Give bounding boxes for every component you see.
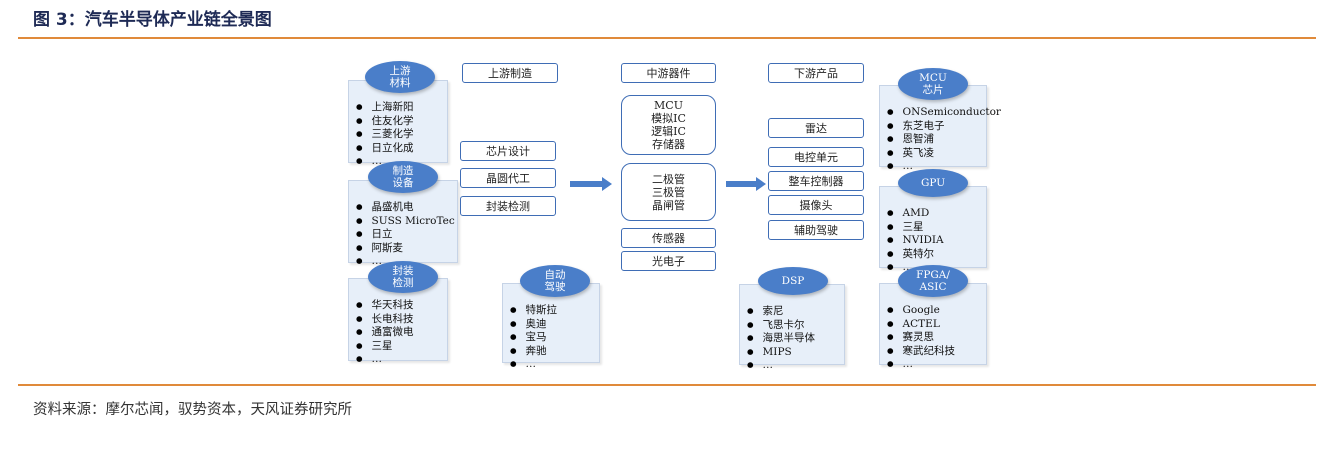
upstream-chip-design: 芯片设计 — [460, 141, 556, 161]
list-item: NVIDIA — [887, 234, 944, 248]
midstream-sensor: 传感器 — [621, 228, 716, 248]
upstream-wafer-foundry: 晶圆代工 — [460, 168, 556, 188]
upstream-packaging-test: 封装检测 — [460, 196, 556, 216]
list-item: … — [510, 358, 557, 372]
list-item: 通富微电 — [356, 326, 414, 340]
list-item: ONSemiconductor — [887, 106, 1001, 120]
pill-dsp: DSP — [758, 267, 828, 295]
midstream-discrete-group: 二极管 三极管 晶闸管 — [621, 163, 716, 221]
list-item: 特斯拉 — [510, 304, 558, 318]
arrow-midstream-to-downstream-icon — [726, 177, 766, 191]
list-item: ACTEL — [887, 318, 955, 332]
list-item: AMD — [887, 207, 944, 221]
list-item: … — [356, 353, 414, 367]
list-item: 三菱化学 — [356, 128, 414, 142]
panel-packaging-testing: 华天科技 长电科技 通富微电 三星 … — [348, 278, 448, 365]
arrow-upstream-to-midstream-icon — [570, 177, 612, 191]
list-item: 宝马 — [510, 331, 557, 345]
list-item: 奥迪 — [510, 318, 557, 332]
top-divider — [18, 37, 1316, 39]
midstream-ic-group: MCU 模拟IC 逻辑IC 存储器 — [621, 95, 716, 155]
list-item: 赛灵思 — [887, 331, 955, 345]
list-item: 住友化学 — [356, 115, 414, 129]
downstream-radar: 雷达 — [768, 118, 864, 138]
list-item: 飞思卡尔 — [747, 319, 815, 333]
list-item: 英特尔 — [887, 248, 944, 262]
pill-fpga-asic: FPGA/ ASIC — [898, 265, 968, 297]
list-item: 日立化成 — [356, 142, 414, 156]
list-item: 日立 — [356, 228, 455, 242]
pill-upstream-materials: 上游 材料 — [365, 61, 435, 93]
list-item: 晶盛机电 — [356, 201, 455, 215]
list-item: 三星 — [356, 340, 414, 354]
list-item: … — [887, 358, 955, 372]
pill-gpu: GPU — [898, 169, 968, 197]
list-item: 华天科技 — [356, 299, 414, 313]
list-item: SUSS MicroTec — [356, 215, 455, 229]
downstream-adas: 辅助驾驶 — [768, 220, 864, 240]
list-item: MIPS — [747, 346, 815, 360]
pill-autonomous-driving: 自动 驾驶 — [520, 265, 590, 297]
header-midstream: 中游器件 — [621, 63, 716, 83]
header-downstream: 下游产品 — [768, 63, 864, 83]
list-item: 海思半导体 — [747, 332, 816, 346]
list-item: 恩智浦 — [887, 133, 1001, 147]
list-item: 上海新阳 — [356, 101, 414, 115]
downstream-ecu: 电控单元 — [768, 147, 864, 167]
downstream-camera: 摄像头 — [768, 195, 864, 215]
header-upstream: 上游制造 — [462, 63, 558, 83]
pill-packaging-testing: 封装 检测 — [368, 261, 438, 293]
list-item: 索尼 — [747, 305, 815, 319]
list-item: … — [747, 359, 815, 373]
pill-mcu-chips: MCU 芯片 — [898, 68, 968, 100]
midstream-optoelectronics: 光电子 — [621, 251, 716, 271]
list-item: 寒武纪科技 — [887, 345, 956, 359]
pill-manufacturing-equipment: 制造 设备 — [368, 161, 438, 193]
figure-title: 图 3：汽车半导体产业链全景图 — [33, 10, 272, 30]
list-item: Google — [887, 304, 955, 318]
list-item: 英飞凌 — [887, 147, 1001, 161]
list-item: … — [887, 261, 944, 275]
list-item: … — [356, 255, 455, 269]
list-item: 阿斯麦 — [356, 242, 455, 256]
list-item: 三星 — [887, 221, 944, 235]
panel-dsp: 索尼 飞思卡尔 海思半导体 MIPS … — [739, 284, 845, 371]
downstream-vehicle-controller: 整车控制器 — [768, 171, 864, 191]
list-item: … — [356, 155, 414, 169]
list-item: 奔驰 — [510, 345, 557, 359]
list-item: … — [887, 160, 1001, 174]
list-item: 长电科技 — [356, 313, 414, 327]
source-note: 资料来源：摩尔芯闻，驭势资本，天风证券研究所 — [33, 402, 352, 418]
bottom-divider — [18, 384, 1316, 386]
list-item: 东芝电子 — [887, 120, 1001, 134]
